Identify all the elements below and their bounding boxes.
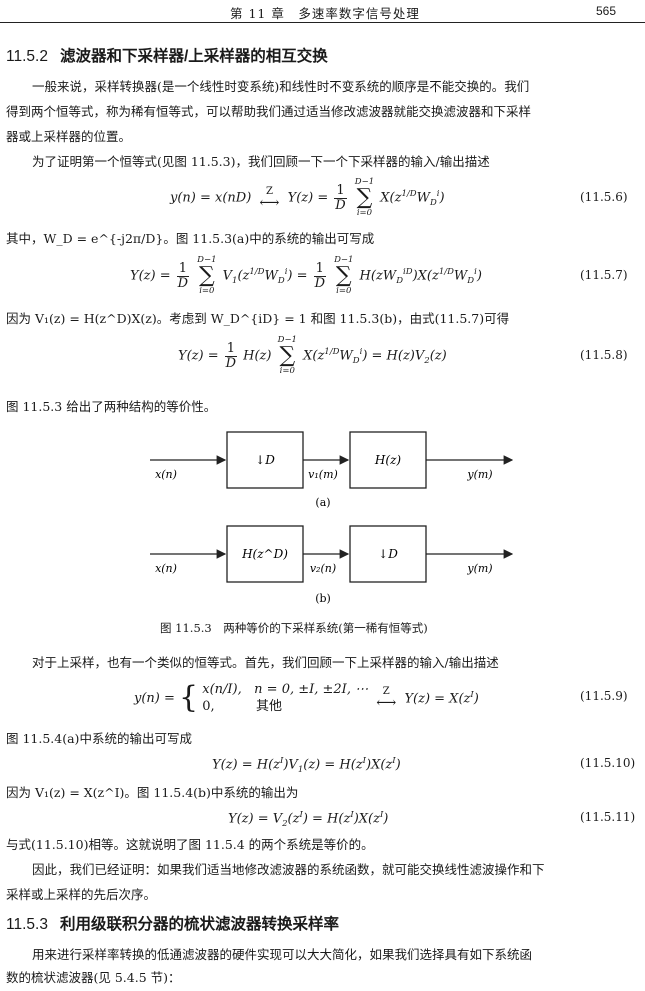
equation-tag: (11.5.7) bbox=[580, 268, 628, 282]
paragraph-line: 对于上采样，也有一个类似的恒等式。首先，我们回顾一下上采样器的输入/输出描述 bbox=[32, 655, 499, 670]
equation-body: y(n) = { x(n/I), n = 0, ±I, ±2I, ⋯ 0, 其他… bbox=[134, 680, 479, 715]
equation-tag: (11.5.8) bbox=[580, 348, 628, 362]
input-label: x(n) bbox=[155, 562, 177, 575]
diagram-a: ↓D H(z) x(n) v₁(m) y(m) (a) bbox=[150, 431, 514, 509]
equation-tag: (11.5.11) bbox=[580, 810, 636, 824]
equation-11-5-9: y(n) = { x(n/I), n = 0, ±I, ±2I, ⋯ 0, 其他… bbox=[0, 677, 645, 717]
intermediate-label: v₁(m) bbox=[308, 468, 338, 481]
figure-11-5-3: ↓D H(z) x(n) v₁(m) y(m) (a) H(z^D) ↓D x(… bbox=[150, 431, 514, 605]
section-heading-11-5-3: 11.5.3 利用级联积分器的梳状滤波器转换采样率 bbox=[6, 912, 339, 934]
paragraph-line: 用来进行采样率转换的低通滤波器的硬件实现可以大大简化，如果我们选择具有如下系统函 bbox=[32, 947, 533, 962]
section-number: 11.5.2 bbox=[6, 48, 48, 65]
paragraph-line: 与式(11.5.10)相等。这就说明了图 11.5.4 的两个系统是等价的。 bbox=[6, 837, 374, 852]
section-title: 滤波器和下采样器/上采样器的相互交换 bbox=[59, 48, 328, 65]
equation-body: Y(z) = H(zI)V1(z) = H(zI)X(zI) bbox=[212, 756, 401, 775]
paragraph-line: 器或上采样器的位置。 bbox=[6, 129, 132, 144]
paragraph-line: 因此，我们已经证明：如果我们适当地修改滤波器的系统函数，就可能交换线性滤波操作和… bbox=[32, 862, 545, 877]
subfigure-label: (b) bbox=[315, 592, 331, 605]
chapter-title: 第 11 章 多速率数字信号处理 bbox=[230, 6, 420, 21]
paragraph-line: 数的梳状滤波器(见 5.4.5 节)： bbox=[6, 970, 181, 985]
intermediate-label: v₂(n) bbox=[310, 562, 336, 575]
equation-11-5-11: Y(z) = V2(zI) = H(zI)X(zI) (11.5.11) bbox=[0, 806, 645, 834]
case-otherwise: 其他 bbox=[256, 699, 283, 714]
paragraph-line: 采样或上采样的先后次序。 bbox=[6, 887, 157, 902]
paragraph-line: 因为 V₁(z) = X(z^I)。图 11.5.4(b)中系统的输出为 bbox=[6, 785, 299, 800]
section-heading-11-5-2: 11.5.2 滤波器和下采样器/上采样器的相互交换 bbox=[6, 44, 328, 66]
input-label: x(n) bbox=[155, 468, 177, 481]
paragraph-line: 其中，W_D = e^{-j2π/D}。图 11.5.3(a)中的系统的输出可写… bbox=[6, 231, 375, 246]
output-label: y(m) bbox=[466, 468, 492, 481]
section-title: 利用级联积分器的梳状滤波器转换采样率 bbox=[59, 916, 339, 933]
equation-tag: (11.5.9) bbox=[580, 689, 628, 703]
section-number: 11.5.3 bbox=[6, 916, 48, 933]
subfigure-label: (a) bbox=[315, 496, 330, 509]
equation-tag: (11.5.10) bbox=[580, 756, 636, 770]
block-label: ↓D bbox=[255, 453, 275, 467]
paragraph-line: 图 11.5.4(a)中系统的输出可写成 bbox=[6, 731, 192, 746]
paragraph-line: 图 11.5.3 给出了两种结构的等价性。 bbox=[6, 399, 217, 414]
paragraph-line: 一般来说，采样转换器(是一个线性时变系统)和线性时不变系统的顺序是不能交换的。我… bbox=[32, 79, 530, 94]
equation-11-5-10: Y(z) = H(zI)V1(z) = H(zI)X(zI) (11.5.10) bbox=[0, 752, 645, 780]
equation-tag: (11.5.6) bbox=[580, 190, 628, 204]
paragraph-line: 得到两个恒等式，称为稀有恒等式，可以帮助我们通过适当修改滤波器就能交换滤波器和下… bbox=[6, 104, 532, 119]
output-label: y(m) bbox=[466, 562, 492, 575]
paragraph-line: 因为 V₁(z) = H(z^D)X(z)。考虑到 W_D^{iD} = 1 和… bbox=[6, 311, 510, 326]
diagram-b: H(z^D) ↓D x(n) v₂(n) y(m) (b) bbox=[150, 525, 514, 605]
block-label: ↓D bbox=[378, 547, 398, 561]
block-label: H(z) bbox=[374, 453, 401, 467]
equation-body: Y(z) = V2(zI) = H(zI)X(zI) bbox=[228, 810, 389, 829]
block-label: H(z^D) bbox=[241, 547, 288, 561]
paragraph-line: 为了证明第一个恒等式(见图 11.5.3)，我们回顾一下一个下采样器的输入/输出… bbox=[32, 154, 490, 169]
page-header: 第 11 章 多速率数字信号处理 565 bbox=[0, 0, 645, 23]
figure-caption: 图 11.5.3 两种等价的下采样系统(第一稀有恒等式) bbox=[160, 621, 428, 635]
page-number: 565 bbox=[596, 4, 617, 18]
